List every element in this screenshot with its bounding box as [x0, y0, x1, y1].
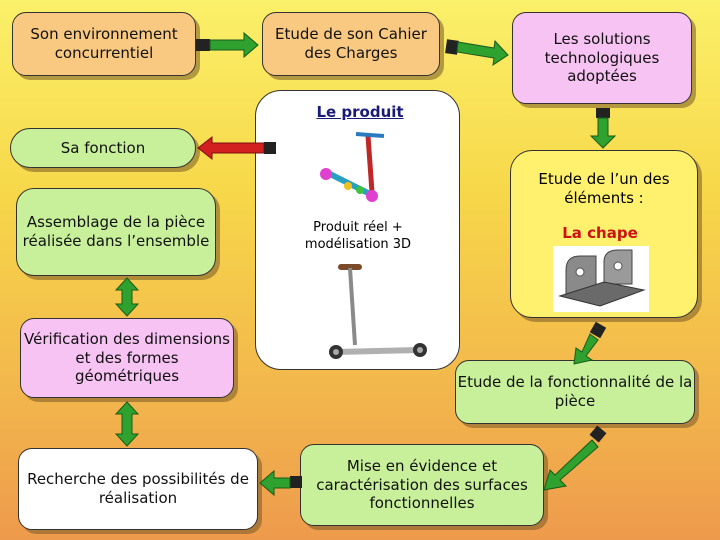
box-solutions: Les solutions technologiques adoptées: [512, 12, 692, 104]
arrow-cahier-to-solutions: [445, 39, 509, 67]
box-recherche: Recherche des possibilités de réalisatio…: [18, 448, 258, 530]
box-cahier-des-charges: Etude de son Cahier des Charges: [262, 12, 440, 76]
box-assemblage: Assemblage de la pièce réalisée dans l’e…: [16, 188, 216, 276]
arrow-assemblage-verification: [114, 277, 140, 317]
chape-label: La chape: [562, 224, 638, 242]
box-cahier-text: Etude de son Cahier des Charges: [275, 25, 427, 62]
arrow-verification-recherche: [114, 401, 140, 447]
box-son-environnement: Son environnement concurrentiel: [12, 12, 196, 76]
product-title: Le produit: [316, 103, 404, 121]
arrow-env-to-cahier: [196, 31, 259, 59]
box-mise-text: Mise en évidence et caractérisation des …: [316, 456, 528, 513]
element-title: Etude de l’un des éléments :: [538, 170, 670, 207]
box-fonctionnalite-text: Etude de la fonctionnalité de la pièce: [457, 373, 693, 410]
arrow-element-to-fonctionnalite: [573, 321, 607, 365]
box-mise-en-evidence: Mise en évidence et caractérisation des …: [300, 444, 544, 526]
arrow-product-to-fonction: [197, 135, 276, 161]
box-sa-fonction-text: Sa fonction: [60, 138, 146, 157]
arrow-solutions-to-element: [589, 108, 617, 149]
real-scooter-photo-icon: [329, 264, 427, 359]
arrow-fonctionnalite-to-mise: [543, 425, 607, 491]
chape-part-3d-icon: [553, 246, 649, 312]
box-verification-text: Vérification des dimensions et des forme…: [24, 329, 230, 386]
box-fonctionnalite: Etude de la fonctionnalité de la pièce: [455, 360, 695, 424]
box-verification: Vérification des dimensions et des forme…: [20, 318, 234, 398]
product-panel: [255, 90, 460, 370]
box-assemblage-text: Assemblage de la pièce réalisée dans l’e…: [22, 213, 210, 250]
arrow-mise-to-recherche: [259, 469, 302, 497]
product-caption: Produit réel + modélisation 3D: [304, 220, 412, 252]
scooter-3d-model-icon: [320, 132, 385, 202]
box-solutions-text: Les solutions technologiques adoptées: [544, 29, 660, 86]
box-sa-fonction: Sa fonction: [10, 128, 196, 168]
box-son-environnement-text: Son environnement concurrentiel: [30, 25, 178, 62]
box-recherche-text: Recherche des possibilités de réalisatio…: [27, 470, 249, 507]
